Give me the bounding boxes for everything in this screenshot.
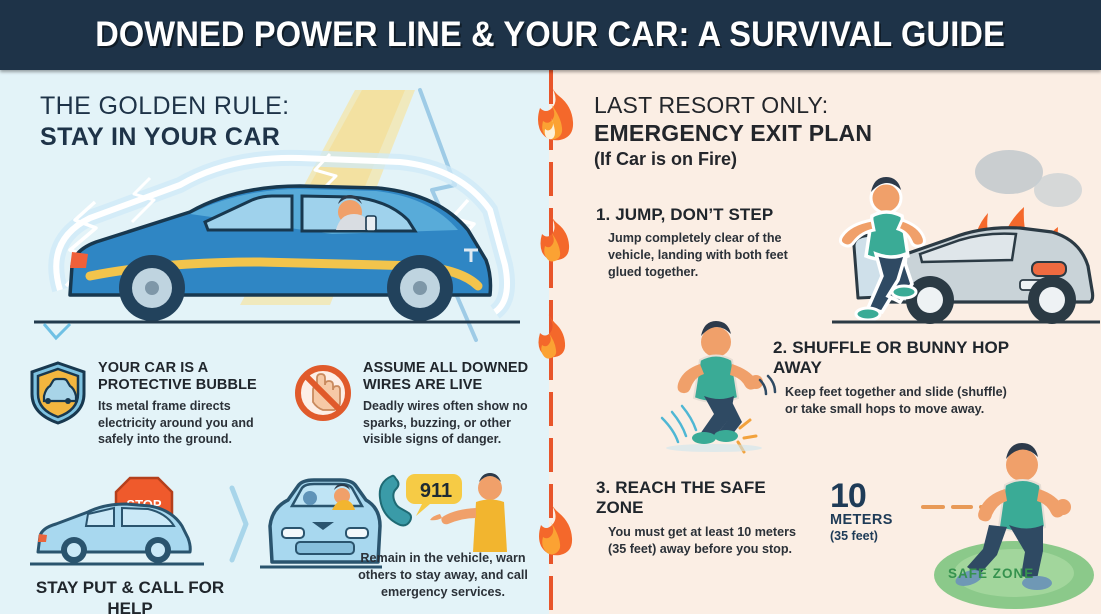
remain-in-vehicle-caption: Remain in the vehicle, warn others to st… [358,551,528,599]
distance-callout: 10 METERS (35 feet) [830,477,893,544]
phone-911-person-icon: 911 [370,468,520,558]
distance-unit: METERS [830,512,893,529]
info-block-wires-live: ASSUME ALL DOWNED WIRES ARE LIVE Deadly … [293,360,538,448]
info-title: YOUR CAR IS A PROTECTIVE BUBBLE [98,360,257,394]
safe-zone-label: SAFE ZONE [948,566,1035,581]
phone-badge-label: 911 [420,480,452,502]
info-title: ASSUME ALL DOWNED WIRES ARE LIVE [363,360,529,394]
info-block-protective-bubble: YOUR CAR IS A PROTECTIVE BUBBLE Its meta… [28,360,273,448]
info-body: Deadly wires often show no sparks, buzzi… [363,399,528,447]
stay-put-caption: STAY PUT & CALL FOR HELP [35,578,225,614]
step-1-body: Jump completely clear of the vehicle, la… [608,231,788,280]
left-info-blocks: YOUR CAR IS A PROTECTIVE BUBBLE Its meta… [28,360,538,448]
header-bar: DOWNED POWER LINE & YOUR CAR: A SURVIVAL… [0,0,1101,70]
electrified-car-illustration [0,88,549,350]
distance-number: 10 [830,477,867,515]
step-2: 2. SHUFFLE OR BUNNY HOP AWAY Keep feet t… [773,338,1013,418]
safe-zone-illustration [919,435,1099,610]
page-title: DOWNED POWER LINE & YOUR CAR: A SURVIVAL… [95,15,1006,54]
flame-icon-3 [528,312,568,360]
step-3-body: You must get at least 10 meters (35 feet… [608,524,797,556]
step-2-title: 2. SHUFFLE OR BUNNY HOP AWAY [773,338,1009,378]
left-panel-heading: THE GOLDEN RULE: STAY IN YOUR CAR [40,92,290,152]
right-panel-heading: LAST RESORT ONLY: EMERGENCY EXIT PLAN (I… [594,92,872,170]
no-hand-wire-icon [293,360,353,426]
info-text: ASSUME ALL DOWNED WIRES ARE LIVE Deadly … [363,360,538,448]
right-heading-line3: (If Car is on Fire) [594,149,738,169]
step-3: 3. REACH THE SAFE ZONE You must get at l… [596,478,811,558]
right-heading-line1: LAST RESORT ONLY: [594,92,829,118]
step-1-title: 1. JUMP, DON’T STEP [596,205,774,224]
info-text: YOUR CAR IS A PROTECTIVE BUBBLE Its meta… [98,360,273,448]
car-stop-sign-icon: STOP [26,476,216,576]
chevron-right-icon-1 [228,484,250,564]
bunny-hop-illustration [654,320,804,454]
flame-icon-4 [528,500,573,558]
burning-car-illustration [824,150,1101,340]
step-1: 1. JUMP, DON’T STEP Jump completely clea… [596,205,821,281]
left-heading-line2: STAY IN YOUR CAR [40,123,281,151]
left-bottom-row: STOP STAY PUT & CALL FOR HELP [0,470,549,614]
flame-icon-1 [527,82,574,144]
flame-icon-2 [531,212,570,264]
car-front-driver-icon [254,470,384,578]
left-panel: THE GOLDEN RULE: STAY IN YOUR CAR [0,70,549,614]
right-heading-line2: EMERGENCY EXIT PLAN [594,120,873,146]
distance-alt: (35 feet) [830,529,878,544]
step-3-title: 3. REACH THE SAFE ZONE [596,478,766,518]
step-2-body: Keep feet together and slide (shuffle) o… [785,384,1007,416]
right-panel: LAST RESORT ONLY: EMERGENCY EXIT PLAN (I… [549,70,1101,614]
info-body: Its metal frame directs electricity arou… [98,399,254,447]
shield-car-icon [28,360,88,426]
left-heading-line1: THE GOLDEN RULE: [40,92,290,120]
